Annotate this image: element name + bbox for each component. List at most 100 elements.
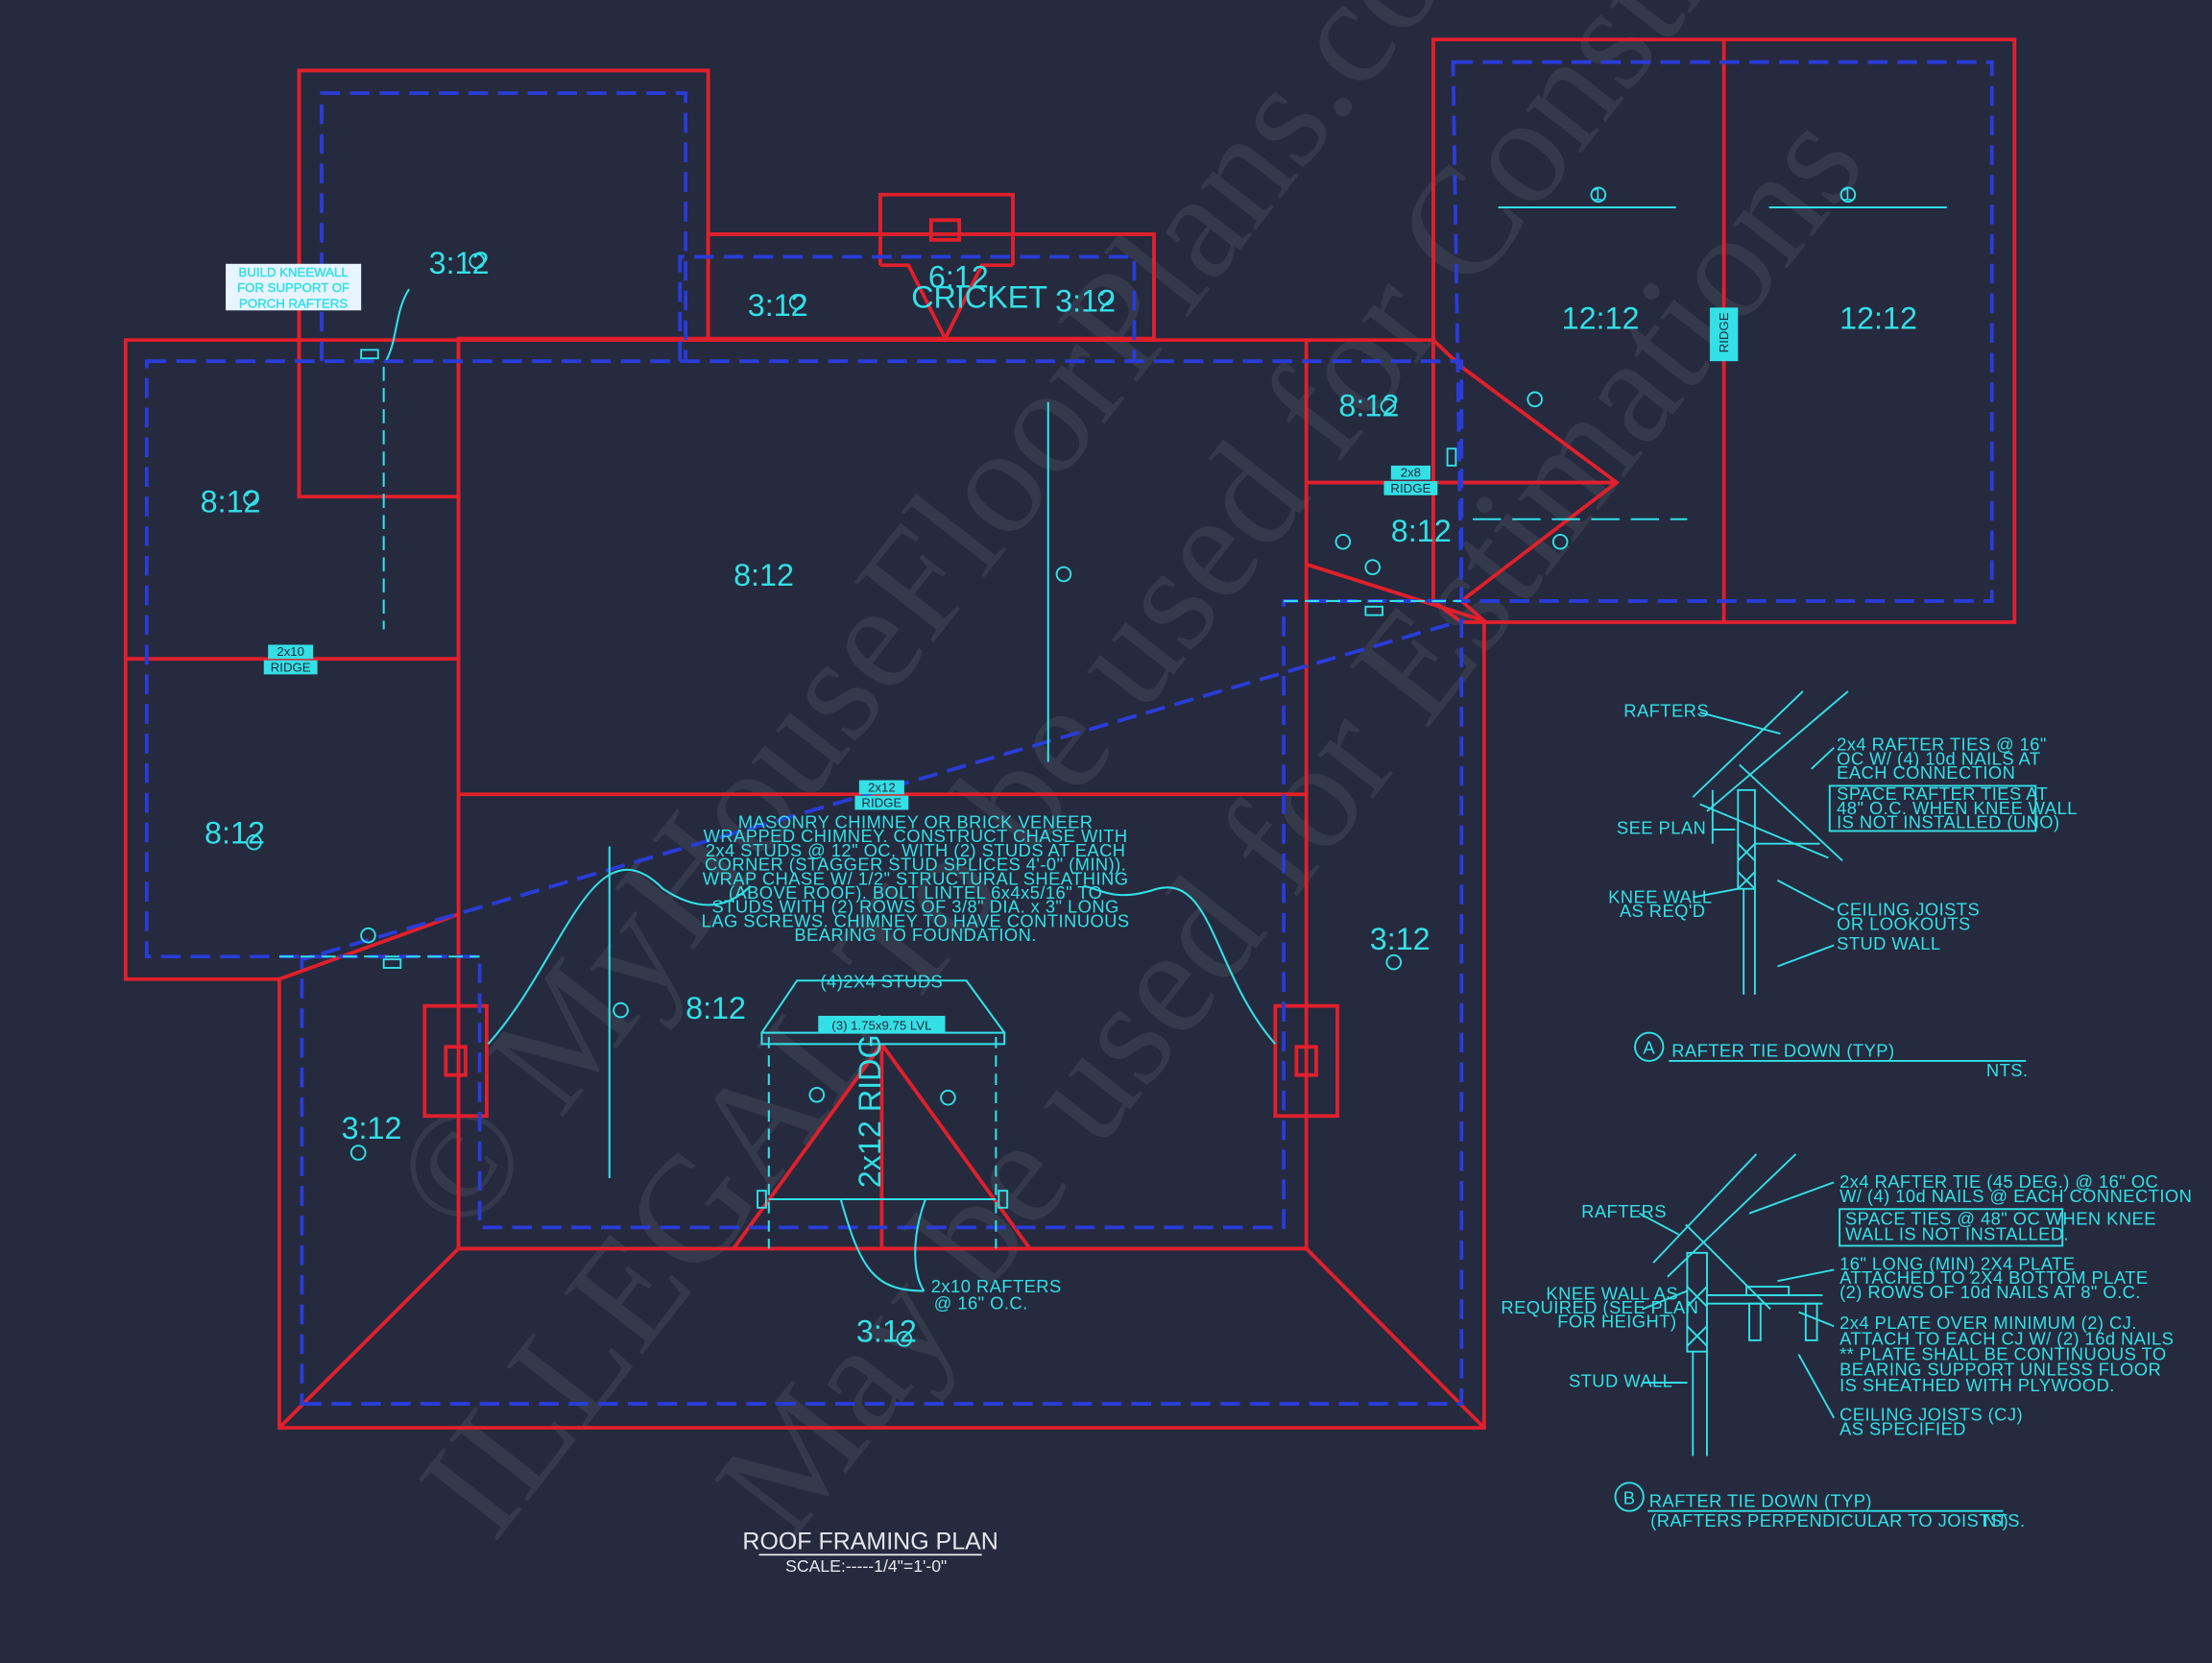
pitch-left-lower: 8:12: [204, 816, 265, 851]
detail-a-space-3: IS NOT INSTALLED (UNO): [1837, 812, 2059, 832]
detail-a: RAFTERS SEE PLAN KNEE WALL AS REQ'D 2x4 …: [1608, 690, 2078, 1080]
kneewall-line-2: FOR SUPPORT OF: [237, 280, 349, 295]
pitch-wing-left: 12:12: [1562, 301, 1640, 335]
plan-title-block: ROOF FRAMING PLAN SCALE:-----1/4"=1'-0": [742, 1528, 998, 1576]
cricket-label: CRICKET: [911, 279, 1047, 314]
detail-b-cj-1: 2x4 PLATE OVER MINIMUM (2) CJ.: [1839, 1313, 2137, 1333]
rafter-num-wing-left: 1: [1593, 184, 1603, 205]
chimney-note-line-3: 2x4 STUDS @ 12" OC, WITH (2) STUDS AT EA…: [706, 840, 1126, 860]
detail-a-see-plan: SEE PLAN: [1617, 817, 1706, 837]
right-valley-line: [1306, 562, 1485, 623]
detail-a-tie-1: 2x4 RAFTER TIES @ 16": [1837, 735, 2047, 755]
detail-a-tie-3: EACH CONNECTION: [1837, 762, 2015, 783]
ridge-wing-label: RIDGE: [1717, 312, 1731, 352]
rafters-spacing: @ 16" O.C.: [934, 1293, 1028, 1314]
detail-a-title: RAFTER TIE DOWN (TYP): [1671, 1041, 1894, 1061]
chimney-right: [1273, 1003, 1339, 1119]
detail-b-title: RAFTER TIE DOWN (TYP): [1649, 1490, 1872, 1510]
detail-b: RAFTERS KNEE WALL AS REQUIRED (SEE PLAN …: [1501, 1153, 2192, 1530]
detail-b-nts: NTS.: [1984, 1510, 2026, 1530]
bay-hip-left: [732, 1043, 883, 1250]
ridge-main-size: 2x12: [868, 780, 896, 794]
detail-a-ceiling-2: OR LOOKOUTS: [1837, 913, 1971, 933]
pitch-bottom: 3:12: [856, 1314, 917, 1348]
detail-a-rafters: RAFTERS: [1623, 700, 1709, 720]
detail-b-plate-2: ATTACHED TO 2X4 BOTTOM PLATE: [1839, 1267, 2148, 1288]
detail-b-tie-2: W/ (4) 10d NAILS @ EACH CONNECTION: [1839, 1186, 2192, 1206]
detail-b-cj-2: ATTACH TO EACH CJ W/ (2) 16d NAILS: [1839, 1328, 2174, 1348]
chimney-note-line-5: WRAP CHASE W/ 1/2" STRUCTURAL SHEATHING: [703, 868, 1129, 888]
plan-title: ROOF FRAMING PLAN: [742, 1528, 998, 1555]
detail-a-space-2: 48" O.C. WHEN KNEE WALL: [1837, 798, 2078, 818]
detail-b-cj-5: IS SHEATHED WITH PLYWOOD.: [1839, 1375, 2115, 1395]
left-valley-line: [278, 912, 460, 981]
chimney-left: [422, 1003, 489, 1119]
pitch-chimney-area: 8:12: [685, 991, 746, 1025]
pitch-porch: 3:12: [429, 246, 490, 280]
hip-line-right: [1305, 1247, 1486, 1430]
pitch-lower-right: 3:12: [1370, 922, 1431, 956]
ridge-right-size: 2x8: [1401, 466, 1421, 480]
rafter-num-wing-right: 1: [1842, 184, 1853, 205]
kneewall-line-1: BUILD KNEEWALL: [239, 265, 349, 279]
detail-b-space-2: WALL IS NOT INSTALLED.: [1845, 1224, 2069, 1244]
detail-a-ceiling-1: CEILING JOISTS: [1837, 900, 1980, 920]
ridge-main-label: RIDGE: [861, 795, 902, 809]
studs-bracket: [760, 979, 1006, 1034]
detail-b-rafters: RAFTERS: [1581, 1201, 1667, 1221]
detail-b-space-1: SPACE TIES @ 48" OC WHEN KNEE: [1845, 1208, 2156, 1228]
wing-roof-outline: [1431, 37, 2017, 624]
chimney-leader-right: [1083, 884, 1277, 1046]
bay-rafter-leader-right: [914, 1198, 926, 1292]
detail-b-letter: B: [1623, 1487, 1636, 1507]
detail-b-knee-1: KNEE WALL AS: [1546, 1283, 1678, 1303]
front-bump-overhang: [678, 254, 1137, 362]
detail-b-plate-1: 16" LONG (MIN) 2X4 PLATE: [1839, 1253, 2075, 1273]
detail-b-ceiling-1: CEILING JOISTS (CJ): [1839, 1405, 2023, 1425]
rafter-lines: [278, 205, 1947, 1292]
pitch-bump-right: 3:12: [1055, 284, 1116, 319]
bay-rafter-leader-left: [839, 1198, 925, 1292]
detail-a-nts: NTS.: [1986, 1060, 2029, 1080]
porch-overhang: [320, 91, 688, 362]
chimney-note-line-1: MASONRY CHIMNEY OR BRICK VENEER: [738, 812, 1094, 832]
chimney-note-line-4: CORNER (STAGGER STUD SPLICES 4'-0" (MIN)…: [705, 855, 1126, 875]
detail-a-letter: A: [1643, 1038, 1655, 1058]
pitch-bump-left: 3:12: [748, 288, 808, 323]
lvl-label: (3) 1.75x9.75 LVL: [831, 1019, 931, 1033]
ridge-tags: 2x10 RIDGE 2x12 RIDGE 2x8 RIDGE RIDGE 2x…: [263, 307, 1739, 1188]
chimney-note-line-2: WRAPPED CHIMNEY. CONSTRUCT CHASE WITH: [704, 826, 1128, 846]
chimney-note-line-7: STUDS WITH (2) ROWS OF 3/8" DIA. x 3" LO…: [711, 897, 1118, 917]
pitch-right-upper: 8:12: [1338, 388, 1399, 422]
chimney-right-flue: [1294, 1045, 1318, 1077]
pitch-main: 8:12: [733, 558, 794, 592]
chimney-note: MASONRY CHIMNEY OR BRICK VENEER WRAPPED …: [702, 812, 1130, 946]
detail-b-knee-3: FOR HEIGHT): [1557, 1312, 1676, 1332]
detail-a-knee-wall-1: KNEE WALL: [1608, 886, 1712, 906]
hip-line-left: [277, 1247, 460, 1430]
detail-b-plate-3: (2) ROWS OF 10d NAILS AT 8" O.C.: [1839, 1282, 2141, 1302]
chimney-note-line-8: LAG SCREWS. CHIMNEY TO HAVE CONTINUOUS: [702, 910, 1130, 930]
chimney-note-line-9: BEARING TO FOUNDATION.: [794, 925, 1036, 945]
ridge-left-size: 2x10: [276, 644, 304, 659]
detail-a-space-1: SPACE RAFTER TIES AT: [1837, 783, 2048, 804]
rafter-markers: [243, 186, 1857, 1347]
ridge-right-label: RIDGE: [1390, 481, 1431, 495]
detail-b-cj-4: BEARING SUPPORT UNLESS FLOOR: [1839, 1360, 2161, 1380]
rafters-label: 2x10 RAFTERS: [931, 1276, 1062, 1296]
bay-hip-right: [879, 1043, 1032, 1250]
chimney-note-line-6: (ABOVE ROOF). BOLT LINTEL 6x4x5/16" TO: [729, 882, 1103, 903]
front-bump-outline: [706, 192, 1156, 341]
overhang-lines: [144, 60, 1994, 1406]
ridge-left-label: RIDGE: [271, 660, 311, 674]
detail-b-cj-3: ** PLATE SHALL BE CONTINUOUS TO: [1839, 1343, 2166, 1363]
pitch-wing-right: 12:12: [1839, 301, 1917, 335]
main-overhang: [144, 359, 1464, 1230]
detail-b-stud-wall: STUD WALL: [1569, 1370, 1672, 1390]
detail-a-stud-wall: STUD WALL: [1837, 933, 1940, 953]
detail-b-ceiling-2: AS SPECIFIED: [1839, 1418, 1966, 1438]
kneewall-note: BUILD KNEEWALL FOR SUPPORT OF PORCH RAFT…: [226, 263, 362, 311]
detail-a-knee-wall-2: AS REQ'D: [1620, 901, 1706, 921]
